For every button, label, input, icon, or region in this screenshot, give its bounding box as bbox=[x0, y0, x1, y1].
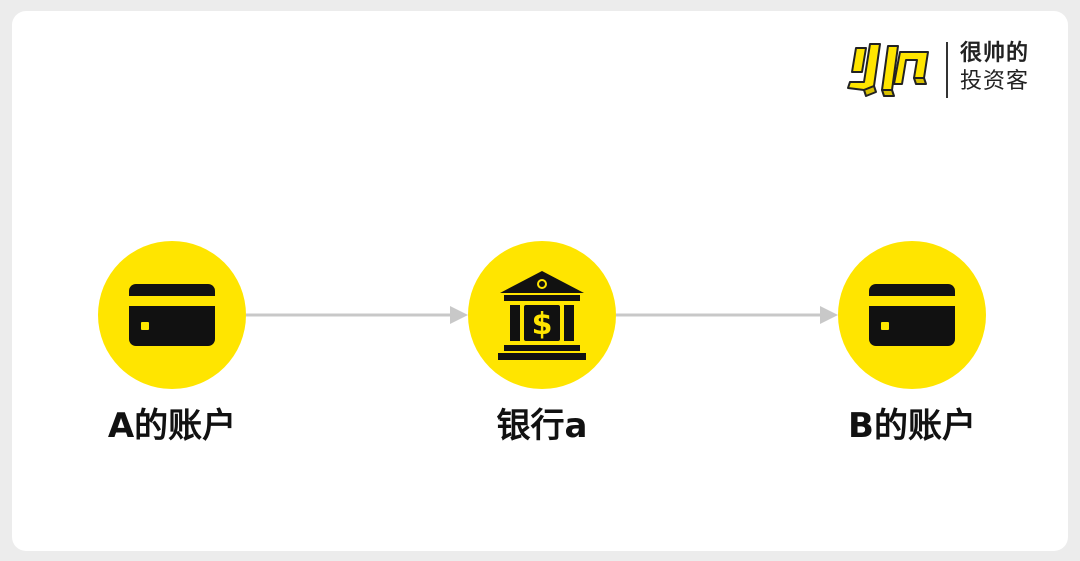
brand-line-1: 很帅的 bbox=[960, 41, 1030, 66]
arrow-bank-to-b bbox=[616, 306, 838, 324]
credit-card-icon bbox=[129, 284, 215, 346]
brand-logo: 很帅的 投资客 bbox=[844, 38, 1054, 104]
node-bank: $ bbox=[468, 241, 616, 389]
node-account-a bbox=[98, 241, 246, 389]
bank-dollar-icon: $ bbox=[498, 271, 586, 360]
svg-text:$: $ bbox=[532, 307, 553, 342]
node-label-a: A的账户 bbox=[107, 406, 237, 446]
brand-line-2: 投资客 bbox=[960, 69, 1030, 94]
credit-card-icon bbox=[869, 284, 955, 346]
node-label-bank: 银行a bbox=[496, 406, 588, 446]
brand-text: 很帅的 投资客 bbox=[960, 40, 1029, 96]
node-label-b: B的账户 bbox=[848, 406, 976, 446]
shuai-logo-icon bbox=[847, 43, 929, 97]
arrow-a-to-bank bbox=[246, 306, 468, 324]
logo-divider bbox=[946, 42, 948, 98]
node-account-b bbox=[838, 241, 986, 389]
